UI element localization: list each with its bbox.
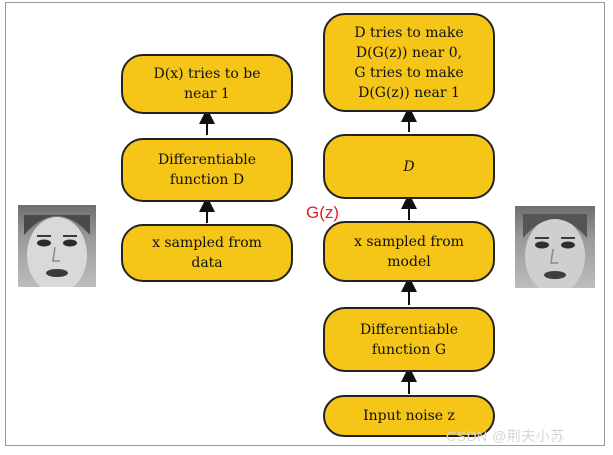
gan-objective-node: D tries to make D(G(z)) near 0, G tries …	[323, 13, 495, 112]
discriminator-function-node-left: Differentiable function D	[121, 138, 293, 202]
generator-function-node: Differentiable function G	[323, 307, 495, 372]
model-sample-label: x sampled from model	[354, 233, 464, 270]
discriminator-real-output-label: D(x) tries to be near 1	[153, 66, 261, 102]
input-noise-node: Input noise z	[323, 395, 495, 437]
real-face-image	[18, 205, 96, 287]
discriminator-function-label-left: Differentiable function D	[157, 152, 257, 188]
model-sample-node: x sampled from model	[323, 221, 495, 282]
discriminator-real-output-node: D(x) tries to be near 1	[121, 54, 293, 114]
input-noise-label: Input noise z	[363, 408, 455, 424]
watermark-text: CSDN @荆夫小苏	[446, 428, 565, 444]
discriminator-node-right: D	[323, 134, 495, 199]
generated-face-image	[515, 206, 595, 288]
generator-function-label: Differentiable function G	[359, 321, 459, 358]
figure-frame	[5, 2, 605, 446]
discriminator-label-right: D	[403, 158, 415, 175]
gan-objective-label: D tries to make D(G(z)) near 0, G tries …	[354, 24, 464, 101]
gz-annotation-label: G(z)	[306, 203, 340, 222]
real-data-sample-node: x sampled from data	[121, 224, 293, 282]
real-data-sample-label: x sampled from data	[152, 235, 262, 271]
